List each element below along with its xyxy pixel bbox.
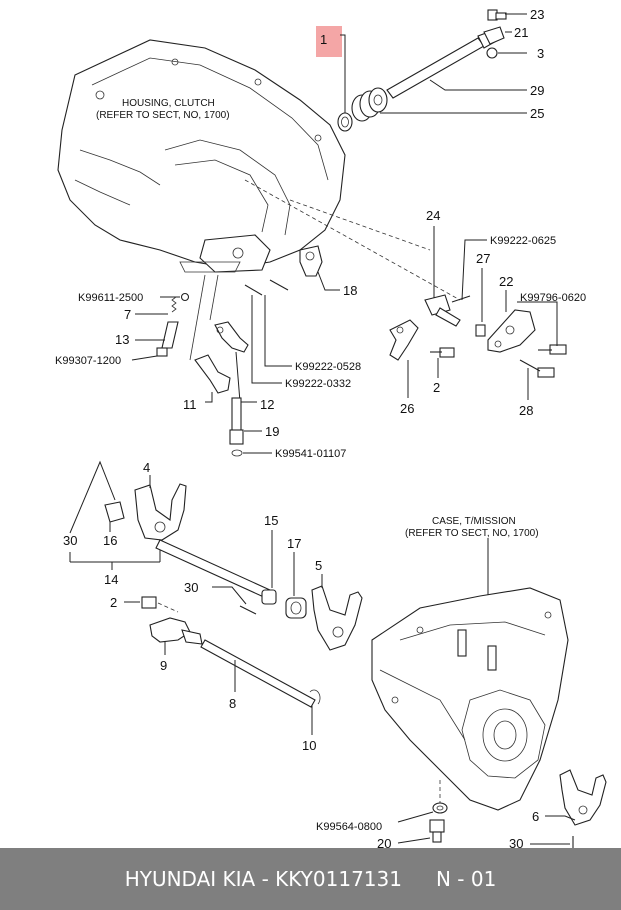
footer-page: N - 01: [435, 867, 497, 891]
bushing-17: [285, 597, 307, 619]
callout-10: 10: [302, 738, 316, 753]
callout-18: 18: [343, 283, 357, 298]
callout-3: 3: [537, 46, 544, 61]
shift-rail-8: [200, 639, 316, 708]
part-number-k99222-0528: K99222-0528: [295, 361, 361, 373]
callout-2-lower: 2: [110, 595, 117, 610]
boot: [351, 87, 388, 122]
callout-1: 1: [320, 32, 327, 47]
case-note-line1: CASE, T/MISSION: [432, 516, 516, 527]
callout-7: 7: [124, 307, 131, 322]
bolt-28: [519, 359, 555, 378]
transmission-case: [371, 587, 569, 811]
callout-30-mid: 30: [184, 580, 198, 595]
callout-28: 28: [519, 403, 533, 418]
snap-ring-1107: [231, 449, 243, 457]
roll-pin-0528: [269, 279, 289, 291]
callout-15: 15: [264, 513, 278, 528]
callout-14: 14: [104, 572, 118, 587]
callout-19: 19: [265, 424, 279, 439]
sensor-18: [299, 245, 323, 277]
spring-7: [171, 296, 177, 313]
shift-arm-26: [389, 319, 419, 361]
bushing-15: [261, 589, 277, 605]
callout-20: 20: [377, 836, 391, 848]
lever-bracket-22: [487, 309, 536, 353]
pin-30-mid: [239, 605, 257, 615]
part-number-k99564-0800: K99564-0800: [316, 821, 382, 833]
callout-13: 13: [115, 332, 129, 347]
bushing-27: [475, 324, 486, 337]
shift-fork-6: [559, 769, 607, 826]
bolt-2-upper: [430, 347, 455, 358]
case-note-line2: (REFER TO SECT, NO, 1700): [405, 528, 539, 539]
roll-pin-0332: [244, 284, 263, 296]
callout-30-right: 30: [509, 836, 523, 848]
rod-end-nut: [486, 47, 498, 59]
part-number-k99796-0620: K99796-0620: [520, 292, 586, 304]
callout-11: 11: [183, 397, 197, 412]
callout-17: 17: [287, 536, 301, 551]
part-number-k99541-01107: K99541-01107: [275, 448, 346, 460]
interlock-pin-13: [161, 321, 179, 349]
plug-20: [429, 819, 445, 843]
shift-lever: [424, 294, 461, 327]
ball-2500: [180, 292, 190, 302]
callout-23: 23: [530, 7, 544, 22]
callout-29: 29: [530, 83, 544, 98]
callout-1-highlight: [316, 26, 342, 57]
bolt-2-lower: [141, 596, 179, 613]
rod-end-bolt: [487, 9, 507, 21]
shaft-axis-line: [244, 179, 461, 301]
shaft-19: [229, 397, 244, 445]
shift-fork-4: [134, 483, 187, 541]
callout-2-upper: 2: [433, 380, 440, 395]
clutch-housing: [57, 39, 346, 273]
shift-lug-9: [149, 617, 203, 645]
callout-16: 16: [103, 533, 117, 548]
snap-ring-10: [309, 689, 321, 705]
fork-rail-14: [155, 539, 271, 599]
callout-12: 12: [260, 397, 274, 412]
shift-lever-12: [214, 321, 249, 353]
shaft-axis-line-2: [289, 199, 431, 251]
footer-bar: HYUNDAI KIA - KKY0117131 N - 01: [0, 848, 621, 910]
shift-fork-5: [311, 585, 363, 651]
part-number-k99222-0625: K99222-0625: [490, 235, 556, 247]
housing-note-line1: HOUSING, CLUTCH: [122, 98, 215, 109]
callout-26: 26: [400, 401, 414, 416]
part-number-k99611-2500: K99611-2500: [78, 292, 143, 304]
plug-1200: [156, 347, 168, 357]
callout-4: 4: [143, 460, 150, 475]
callout-21: 21: [514, 25, 528, 40]
callout-6: 6: [532, 809, 539, 824]
callout-24: 24: [426, 208, 440, 223]
callout-25: 25: [530, 106, 544, 121]
gasket-0800: [432, 802, 448, 814]
bolt-0620: [538, 344, 567, 355]
footer-brand-part: HYUNDAI KIA - KKY0117131: [124, 867, 402, 891]
callout-30-left: 30: [63, 533, 77, 548]
part-number-k99307-1200: K99307-1200: [55, 355, 121, 367]
parts-diagram: HOUSING, CLUTCH (REFER TO SECT, NO, 1700…: [55, 7, 607, 848]
callout-9: 9: [160, 658, 167, 673]
rod-end-clip: [483, 26, 505, 45]
callout-27: 27: [476, 251, 490, 266]
select-lever-11: [194, 354, 231, 394]
callout-5: 5: [315, 558, 322, 573]
interlock-16: [104, 501, 125, 523]
callout-22: 22: [499, 274, 513, 289]
part-number-k99222-0332: K99222-0332: [285, 378, 351, 390]
oil-seal: [337, 112, 353, 132]
callout-8: 8: [229, 696, 236, 711]
housing-note-line2: (REFER TO SECT, NO, 1700): [96, 110, 230, 121]
spring-pin-0625: [451, 295, 471, 303]
